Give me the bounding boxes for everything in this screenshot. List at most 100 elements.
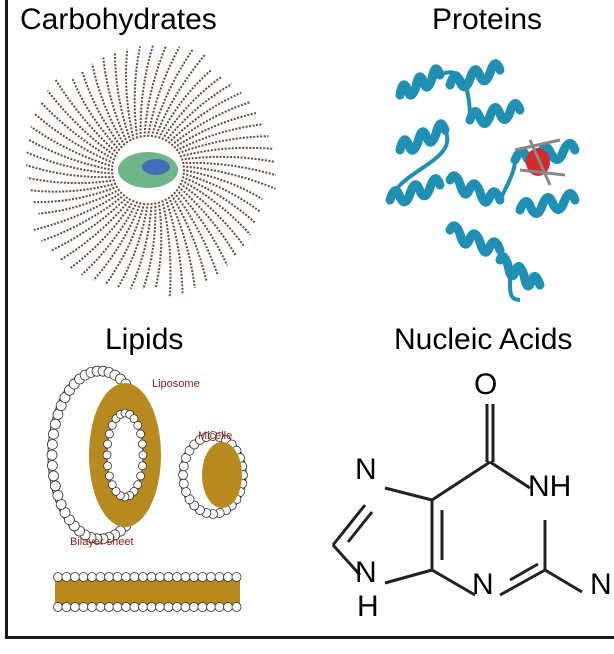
lipid-head: [46, 449, 58, 461]
glycogen-branch: [182, 165, 277, 190]
lipid-head: [181, 487, 191, 497]
lipid-head: [49, 480, 61, 492]
lipid-head: [180, 602, 191, 612]
lipid-head: [70, 602, 80, 612]
lipid-head: [87, 602, 97, 612]
atom-n3: N: [472, 568, 494, 601]
lipid-head: [133, 420, 143, 430]
lipid-head: [53, 572, 63, 582]
glycogen-branch: [39, 101, 116, 161]
lipid-head: [155, 572, 165, 582]
glycogen-branch: [154, 201, 163, 288]
glycogen-branch: [59, 198, 132, 261]
lipid-head: [95, 602, 106, 612]
glycogen-branch: [33, 185, 119, 204]
lipid-head: [197, 572, 208, 582]
glycogen-branch: [167, 196, 196, 289]
lipid-head: [231, 572, 242, 582]
lipid-head: [189, 572, 199, 582]
micelle-label: Micelle: [198, 430, 233, 442]
alpha-helix: [510, 139, 580, 168]
lipid-head: [46, 439, 58, 450]
lipid-head: [231, 602, 242, 612]
lipid-head: [95, 572, 106, 582]
guanine-structure: [331, 404, 583, 597]
proteins-title: Proteins: [432, 3, 543, 36]
lipid-head: [107, 420, 117, 430]
glycogen-branch: [114, 52, 132, 142]
lipid-head: [55, 498, 67, 510]
lipid-head: [112, 572, 123, 582]
glycogen-branch: [69, 199, 135, 269]
glycogen-branch: [164, 198, 184, 294]
glycogen-branch: [170, 101, 250, 147]
lipid-head: [163, 602, 174, 612]
lipid-head: [206, 602, 216, 612]
glycogen-branch: [177, 185, 237, 257]
glycogen-branch: [173, 191, 219, 275]
glycogen-branch: [139, 44, 155, 138]
glycogen-branch: [175, 188, 229, 266]
lipid-head: [103, 439, 113, 449]
lipid-head: [137, 439, 147, 449]
protein-loop: [388, 70, 521, 302]
glycogen-branch: [181, 155, 275, 163]
glycogen-branch: [167, 91, 242, 144]
glycogen-branch: [125, 48, 135, 140]
lipid-head: [48, 470, 59, 482]
glycogen-branch: [71, 78, 121, 152]
lipid-head: [146, 572, 157, 582]
glycogen-branch: [129, 202, 153, 290]
lipid-head: [87, 572, 97, 582]
lipid-head: [138, 602, 148, 612]
glycogen-branch: [179, 182, 245, 247]
lipid-head: [223, 602, 233, 612]
glycogen-branch: [117, 203, 149, 288]
glycogen-branch: [38, 188, 121, 215]
lipid-head: [223, 572, 233, 582]
atom-n9: N: [355, 556, 377, 589]
lipid-head: [111, 486, 121, 496]
lipid-head: [197, 602, 208, 612]
glycogen-branch: [150, 49, 194, 138]
lipid-head: [105, 471, 114, 481]
alpha-helix: [515, 189, 580, 218]
lipid-head: [129, 414, 139, 424]
glycogen-branch: [170, 194, 208, 282]
lipid-head: [107, 480, 117, 490]
lipid-head: [206, 572, 216, 582]
glycogen-branch: [179, 146, 273, 158]
lipid-head: [214, 602, 225, 612]
lipid-head: [121, 602, 131, 612]
lipid-head: [178, 470, 188, 480]
glycogen-branch: [181, 175, 257, 224]
atom-n7: N: [355, 453, 377, 486]
lipid-head: [78, 602, 89, 612]
glycogen-branch: [27, 138, 114, 171]
lipid-head: [105, 429, 114, 439]
glycogen-branch: [49, 196, 129, 252]
lipid-head: [48, 428, 59, 440]
lipid-head: [163, 572, 174, 582]
lipid-head: [49, 418, 61, 430]
glycogen-branch: [33, 191, 123, 231]
glycogen-branch: [46, 90, 117, 158]
glycogen-branch: [104, 202, 146, 285]
glycogen-branch: [81, 70, 123, 149]
lipid-head: [178, 461, 189, 472]
lipid-head: [155, 602, 165, 612]
lipid-head: [112, 602, 123, 612]
lipid-head: [102, 450, 112, 460]
glycogen-branch: [25, 164, 114, 179]
lipid-head: [53, 602, 63, 612]
lipid-head: [46, 460, 58, 471]
lipid-head: [121, 572, 131, 582]
lipid-head: [137, 461, 147, 471]
glycogen-branch: [92, 202, 142, 281]
glycogen-branch: [147, 46, 181, 137]
glycogen-branch: [161, 200, 172, 298]
lipid-head: [214, 572, 225, 582]
atom-nh: NH: [528, 470, 572, 503]
